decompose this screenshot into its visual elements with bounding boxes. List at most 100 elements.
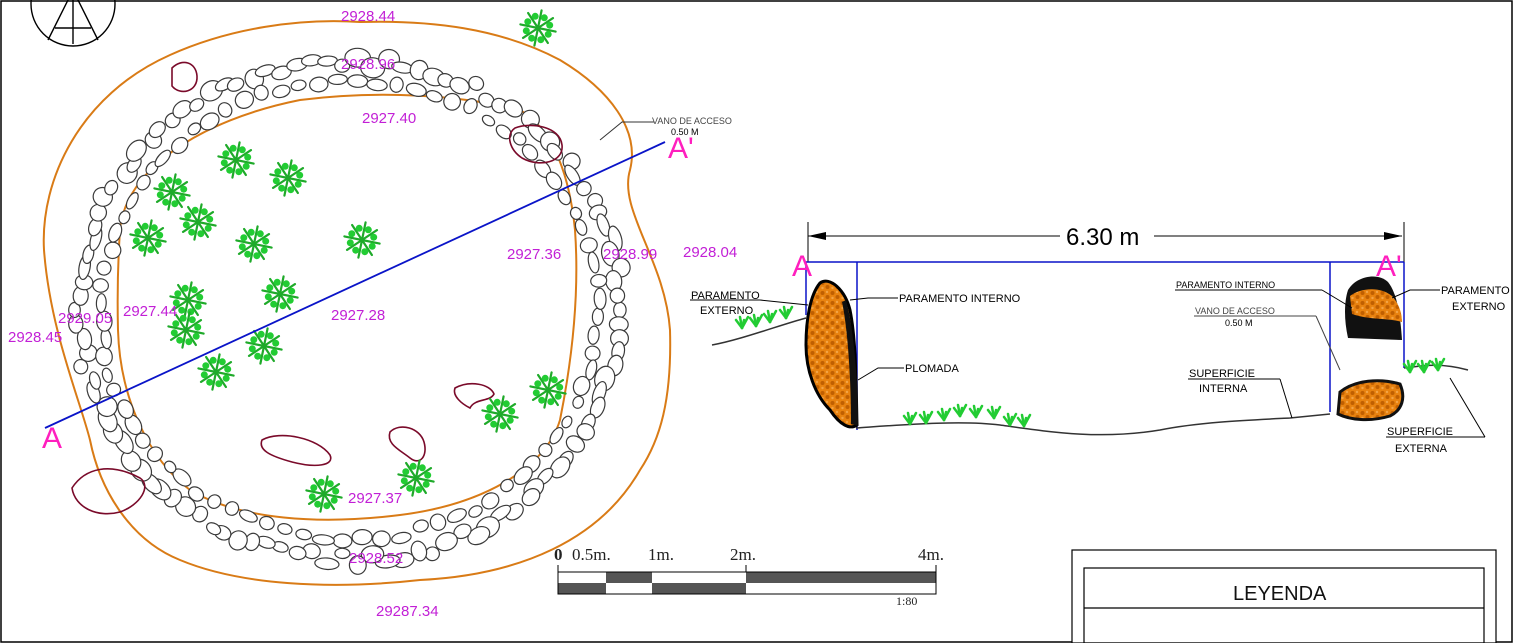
vegetation-icon	[529, 371, 567, 409]
wall-stone	[258, 515, 275, 531]
grass-tuft-icon	[762, 309, 778, 324]
wall-stone	[463, 98, 478, 115]
wall-stone	[101, 367, 113, 384]
wall-stone	[435, 531, 458, 552]
wall-stone	[360, 57, 386, 79]
scale-label-0: 0	[554, 545, 563, 564]
label-paramento-externo-right-1: PARAMENTO	[1441, 285, 1510, 297]
wall-stone	[574, 218, 588, 236]
wall-stone	[521, 488, 541, 507]
wall-stone	[207, 494, 222, 509]
wall-stone	[95, 293, 107, 314]
wall-stone	[104, 179, 119, 196]
wall-stone	[199, 112, 220, 131]
grass-tuft-icon	[986, 405, 1002, 420]
wall-stone	[569, 206, 583, 220]
wall-stone	[189, 98, 205, 112]
wall-stone	[311, 534, 335, 546]
section-label-a: A	[42, 422, 62, 455]
wall-stone	[389, 76, 404, 93]
label-superficie-interna-2: INTERNA	[1199, 383, 1248, 395]
wall-stone	[596, 213, 611, 237]
wall-stone	[187, 122, 202, 136]
wall-stone	[549, 426, 564, 445]
label-vano-width: 0.50 M	[1225, 318, 1253, 328]
dimension-arrow-right	[1384, 232, 1402, 240]
access-label: VANO DE ACCESO	[652, 116, 732, 126]
access-leader	[599, 121, 654, 141]
wall-stone	[88, 371, 102, 390]
scale-seg	[652, 583, 746, 594]
scale-label-1m: 1m.	[648, 545, 674, 564]
wall-stone	[572, 375, 591, 397]
grass-tuft-icon	[918, 410, 934, 425]
wall-stone	[410, 540, 428, 562]
wall-stone	[146, 446, 164, 463]
plan-view: VANO DE ACCESO 0.50 M A A' 2928.44 2928.…	[8, 8, 737, 620]
grass-tuft-icon	[1430, 357, 1446, 372]
vegetation-icon	[179, 203, 217, 241]
section-line-a-a	[44, 141, 666, 429]
wall-stone	[405, 82, 427, 97]
wall-stone	[117, 399, 134, 419]
elevation-left-outer: 2928.45	[8, 329, 62, 346]
wall-stone	[334, 547, 351, 560]
elevation-bottom-wall: 2928.52	[349, 550, 403, 567]
label-paramento-interno-right: PARAMENTO INTERNO	[1176, 280, 1275, 290]
wall-stone	[587, 325, 600, 345]
wall-stone	[125, 192, 139, 210]
leader-paramento-externo-right	[1391, 289, 1440, 299]
wall-stone	[254, 64, 276, 78]
elevation-top-wall: 2928.96	[341, 56, 395, 73]
scale-label-0-5m: 0.5m.	[572, 545, 611, 564]
scale-bar-outline	[557, 571, 937, 595]
wall-stone	[481, 492, 500, 510]
wall-stone	[468, 505, 483, 518]
wall-stone	[108, 222, 123, 243]
scale-bar: 0 0.5m. 1m. 2m. 4m. 1:80	[554, 545, 944, 608]
vegetation-icon	[519, 9, 557, 47]
rock-outline	[171, 61, 198, 93]
wall-stone	[206, 522, 222, 536]
wall-stone	[187, 486, 205, 502]
wall-stone	[95, 346, 113, 367]
vegetation-icon	[235, 225, 273, 263]
label-paramento-externo-right-2: EXTERNO	[1452, 301, 1506, 313]
leader-superficie-externa	[1449, 377, 1486, 438]
grass-tuft-icon	[1402, 359, 1418, 374]
wall-stone	[576, 423, 595, 441]
rock-outline	[71, 468, 146, 515]
vegetation-icon	[153, 173, 191, 211]
wall-stone	[579, 237, 598, 254]
wall-stone	[348, 555, 367, 575]
dimension-text: 6.30 m	[1066, 224, 1139, 251]
scale-ratio: 1:80	[896, 594, 917, 608]
leader-paramento-interno-right	[1321, 289, 1353, 309]
grass-tuft-icon	[968, 404, 984, 419]
rock-outline	[453, 382, 495, 410]
wall-stone	[500, 478, 514, 493]
wall-stone	[481, 114, 496, 127]
elevation-right-inner: 2927.36	[507, 246, 561, 263]
north-arrow-icon	[30, 0, 116, 47]
elevation-left-inner: 2927.44	[123, 303, 177, 320]
legend-inner	[1083, 567, 1485, 643]
wall-stone	[224, 501, 240, 516]
wall-stone	[148, 121, 166, 139]
left-wall-section	[804, 279, 859, 429]
vegetation-icon	[269, 159, 307, 197]
wall-stone	[443, 92, 462, 111]
wall-stone	[467, 525, 491, 546]
vegetation-icon	[197, 353, 235, 391]
wall-stone	[503, 99, 523, 118]
wall-stone	[314, 557, 340, 571]
label-paramento-externo-left-1: PARAMENTO	[691, 290, 760, 302]
wall-stone	[136, 174, 151, 191]
wall-stone	[590, 273, 608, 288]
elevation-top-outer: 2928.44	[341, 8, 395, 25]
grass-tuft-icon	[936, 407, 952, 422]
right-wall-upper-fill	[1350, 289, 1402, 322]
vegetation-icon	[129, 219, 167, 257]
section-letter-a: A	[792, 250, 812, 283]
rock-outline	[388, 426, 426, 462]
